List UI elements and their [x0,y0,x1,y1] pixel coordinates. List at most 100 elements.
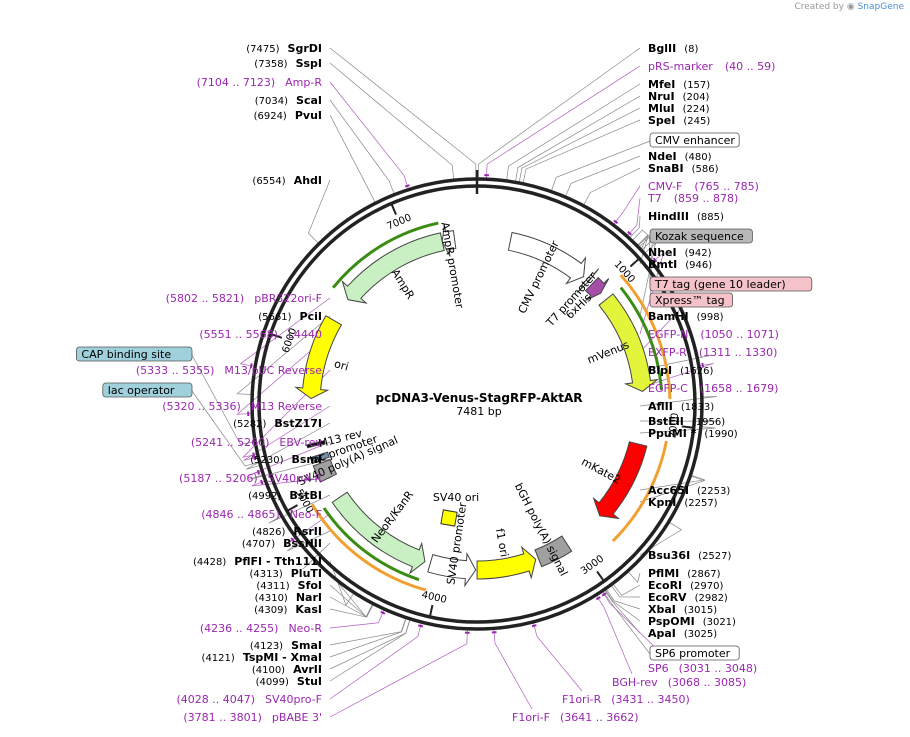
feature-box-label-sp6-promoter: SP6 promoter [655,647,731,660]
site-position: (885) [697,212,724,223]
leader-line [329,47,477,180]
primer-range: (765 .. 785) [694,180,759,193]
site-position: (2527) [698,551,731,562]
site-name: KpnI [648,496,676,509]
leader-line [329,618,411,670]
feature-box-label-cmv-enhancer: CMV enhancer [655,134,735,147]
feature-label-f1-ori: f1 ori [493,528,511,559]
primer-name: pRS-marker [648,60,713,73]
primer-range: (5241 .. 5260) [191,436,270,449]
leader-line [329,608,385,629]
site-position: (2257) [684,498,717,509]
primer-label-sv40pa-r: (5187 .. 5206)SV40pA-R [179,472,322,485]
primer-range: (3031 .. 3048) [679,662,758,675]
primer-label-egfp-n: EGFP-N (1050 .. 1071) [648,328,779,341]
plasmid-length: 7481 bp [456,405,501,418]
leader-line [329,81,409,190]
primer-range: (859 .. 878) [674,192,739,205]
site-position: (942) [685,248,712,259]
primer-range: (3431 .. 3450) [611,693,690,706]
site-label-ahdi: (6554)AhdI [252,174,322,187]
site-position: (224) [683,104,710,115]
site-label-aflii: AflII(1833) [648,400,714,413]
site-name: EcoRI [648,579,682,592]
primer-bind-mark [252,455,256,461]
feature-label-mvenus: mVenus [585,338,631,366]
primer-name: BGH-rev [612,676,658,689]
primer-label-pbabe-3: (3781 .. 3801)pBABE 3' [183,711,322,724]
primer-bind-mark [652,257,658,263]
site-label-spei: SpeI(245) [648,114,710,127]
leader-line [486,65,641,180]
leader-line [550,140,651,192]
leader-line [639,475,706,503]
site-name: BssHII [283,537,322,550]
primer-label-neo-r: (4236 .. 4255)Neo-R [200,622,322,635]
site-name: PflFI - Tth111I [234,555,322,568]
site-label-stui: (4099)StuI [256,675,322,688]
primer-range: (40 .. 59) [725,60,776,73]
feature-box-label-kozak-sequence: Kozak sequence [655,230,744,243]
primer-name: EGFP-C [648,382,688,395]
site-label-sfoi: (4311)SfoI [256,579,322,592]
primer-label-cmv-f: CMV-F (765 .. 785) [648,180,759,193]
primer-bind-mark [404,184,410,188]
leader-line [302,542,331,570]
primer-name: pBABE 3' [272,711,322,724]
tick-mark [681,425,694,429]
primer-label-f1ori-r: F1ori-R(3431 .. 3450) [562,693,690,706]
plasmid-name: pcDNA3-Venus-StagRFP-AktAR [375,391,582,405]
leader-line [604,588,641,622]
primer-name: CMV-F [648,180,682,193]
primer-bind-mark [380,610,386,615]
leader-line [639,426,716,434]
primer-name: M13 Reverse [251,400,322,413]
site-label-bglii: BglII(8) [648,42,698,55]
leader-line [247,441,331,476]
site-label-pcii: (5661)PciI [258,310,322,323]
primer-range: (5802 .. 5821) [166,292,245,305]
site-name: PflMI [648,567,679,580]
translation-band-mkate2 [611,440,668,543]
primer-label-egfp-c: EGFP-C(1658 .. 1679) [648,382,778,395]
site-label-sspi: (7358)SspI [254,57,322,70]
primer-bind-mark [418,624,424,628]
feature-6xhis [584,276,610,301]
tick-mark [428,604,434,618]
site-name: KasI [295,603,322,616]
leader-line [603,589,641,634]
tick-mark [270,333,283,339]
site-position: (6554) [252,176,285,187]
leader-line [631,229,651,242]
site-label-scai: (7034)ScaI [255,94,322,107]
feature-box-cap-binding-site [76,346,193,362]
site-position: (4309) [254,605,287,616]
primer-bind-mark [256,469,261,475]
feature-box-lac-operator [102,382,193,398]
leader-line [478,47,641,180]
primer-name: SP6 [648,662,669,675]
site-position: (1626) [680,366,713,377]
feature-label-ampr: AmpR [389,267,417,302]
feature-box-kozak-sequence [649,228,753,244]
site-name: BstZ17I [274,417,322,430]
feature-box-label-cap-binding-site: CAP binding site [81,348,171,361]
leader-line [236,315,331,395]
credit-prefix: Created by [794,2,844,12]
site-label-pluti: (4313)PluTI [249,567,322,580]
site-position: (2867) [687,569,720,580]
leader-line [627,570,641,583]
leader-line [612,583,641,596]
site-position: (2970) [690,581,723,592]
primer-label-m13-reverse: (5320 .. 5336)M13 Reverse [162,400,322,413]
site-position: (998) [697,312,724,323]
primer-range: (1050 .. 1071) [700,328,779,341]
site-position: (157) [683,80,710,91]
primer-name: EGFP-N [648,328,688,341]
feature-box-sp6-promoter [649,645,740,661]
leader-line [595,594,633,675]
site-label-pflfi-tth111i: (4428)PflFI - Tth111I [193,555,322,568]
sv40-ori-label: SV40 ori [433,491,479,504]
site-label-bamhi: BamHI(998) [648,310,724,323]
